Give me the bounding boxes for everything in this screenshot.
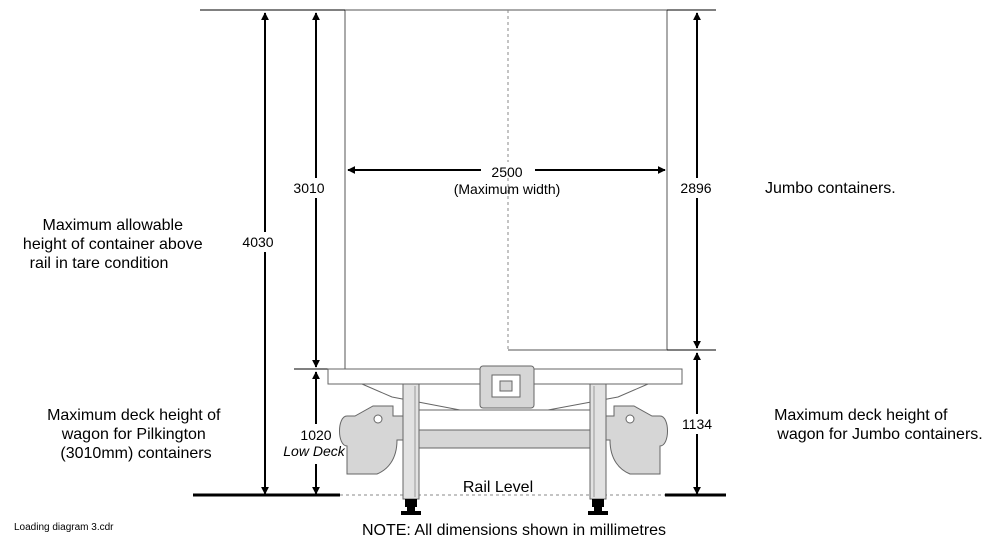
max-width-note: (Maximum width): [454, 181, 561, 197]
left-wheel: [402, 383, 420, 500]
jumbo-containers-label: Jumbo containers.: [765, 180, 896, 197]
right-wheel: [589, 383, 607, 500]
right-rail: [588, 499, 608, 515]
rail-level-label: Rail Level: [463, 479, 533, 496]
low-deck-label: Low Deck: [283, 443, 345, 459]
dimensions-note: NOTE: All dimensions shown in millimetre…: [362, 522, 666, 539]
left-axle-box: [339, 405, 418, 475]
left-rail: [401, 499, 421, 515]
max-deck-pilkington-label: Maximum deck height of wagon for Pilking…: [47, 407, 225, 462]
right-axle-box: [589, 405, 668, 475]
container-outline: [344, 9, 668, 369]
max-height-label: Maximum allowable height of container ab…: [23, 217, 207, 272]
total-height-value: 4030: [242, 234, 273, 250]
low-deck-height-value: 1020: [300, 427, 331, 443]
rails: [401, 499, 608, 515]
axle: [417, 429, 593, 449]
wagon: [327, 365, 683, 500]
pilkington-height-value: 3010: [293, 180, 324, 196]
jumbo-height-value: 2896: [680, 180, 711, 196]
max-deck-jumbo-label: Maximum deck height of wagon for Jumbo c…: [774, 407, 983, 443]
jumbo-deck-height-value: 1134: [682, 416, 712, 432]
max-width-value: 2500: [491, 164, 522, 180]
file-name-label: Loading diagram 3.cdr: [14, 522, 114, 533]
